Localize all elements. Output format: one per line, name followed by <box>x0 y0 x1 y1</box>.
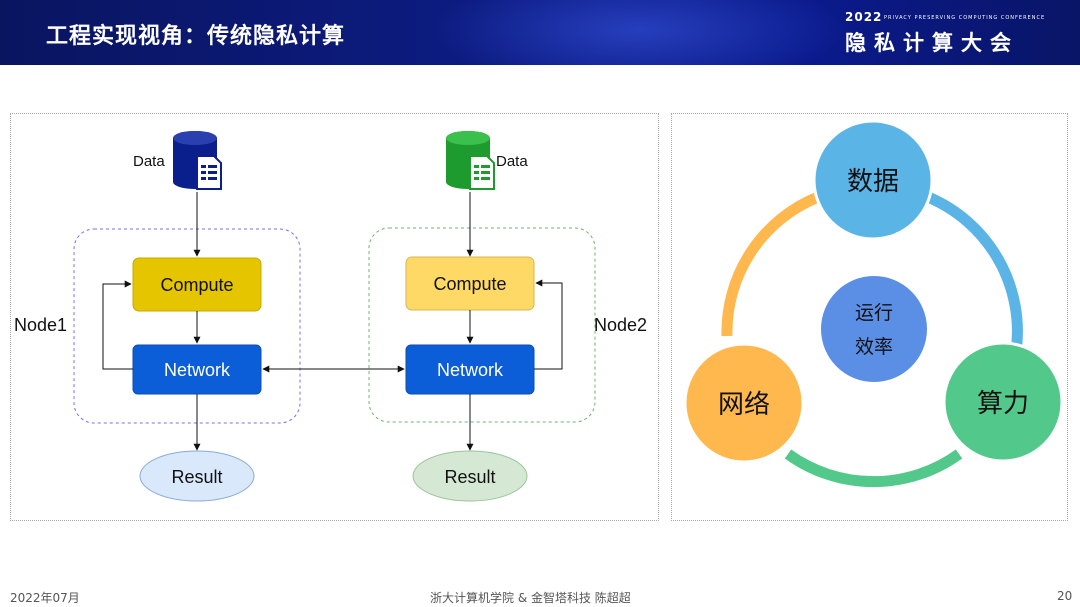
node-flow-diagram: Data Data Compute Compute Network Networ… <box>14 131 647 502</box>
page-number: 20 <box>1057 589 1073 603</box>
database-icon <box>173 131 222 190</box>
database-icon <box>446 131 495 190</box>
compute-label: 算力 <box>977 389 1029 419</box>
node2-feedback-arrow <box>534 279 563 370</box>
header-glow <box>430 0 850 65</box>
node-flow-panel: Data Data Compute Compute Network Networ… <box>10 113 659 521</box>
efficiency-circle <box>821 276 927 382</box>
node2-label: Node2 <box>594 315 647 335</box>
page-title: 工程实现视角：传统隐私计算 <box>46 24 346 49</box>
node2-container <box>368 227 596 423</box>
network-circle <box>683 342 805 464</box>
node1-result-ellipse <box>139 450 255 502</box>
node1-data-label: Data <box>133 153 165 170</box>
efficiency-label-line1: 运行 <box>855 302 893 324</box>
compute-circle <box>942 341 1064 463</box>
ring-segment-orange <box>721 191 821 337</box>
node1-result-label: Result <box>171 467 222 487</box>
footer-author: 浙大计算机学院 & 金智塔科技 陈超超 <box>430 591 631 605</box>
header-bar: 工程实现视角：传统隐私计算 2022 PRIVACY PRESERVING CO… <box>0 0 1080 65</box>
ring-segment-green <box>784 449 963 488</box>
data-circle <box>812 119 934 241</box>
footer-date: 2022年07月 <box>10 591 80 605</box>
node1-feedback-arrow <box>102 280 133 370</box>
efficiency-label-line2: 效率 <box>855 336 893 358</box>
node2-network-label: Network <box>437 360 504 380</box>
cycle-panel: 数据 算力 网络 运行 效率 <box>671 113 1068 521</box>
node2-compute-label: Compute <box>433 274 506 294</box>
node2-result-ellipse <box>412 450 528 502</box>
conference-english-name: PRIVACY PRESERVING COMPUTING CONFERENCE <box>884 15 1046 21</box>
node1-network-label: Network <box>164 360 231 380</box>
cycle-diagram: 数据 算力 网络 运行 效率 <box>683 119 1064 488</box>
conference-chinese-name: 隐私计算大会 <box>845 31 1019 55</box>
data-label: 数据 <box>847 167 899 197</box>
node2-data-label: Data <box>496 153 528 170</box>
node2-result-label: Result <box>444 467 495 487</box>
network-label: 网络 <box>718 390 770 420</box>
node1-container <box>73 228 301 424</box>
node1-label: Node1 <box>14 315 67 335</box>
ring-segment-blue <box>925 191 1023 353</box>
conference-year: 2022 <box>845 10 883 24</box>
node1-compute-label: Compute <box>160 275 233 295</box>
